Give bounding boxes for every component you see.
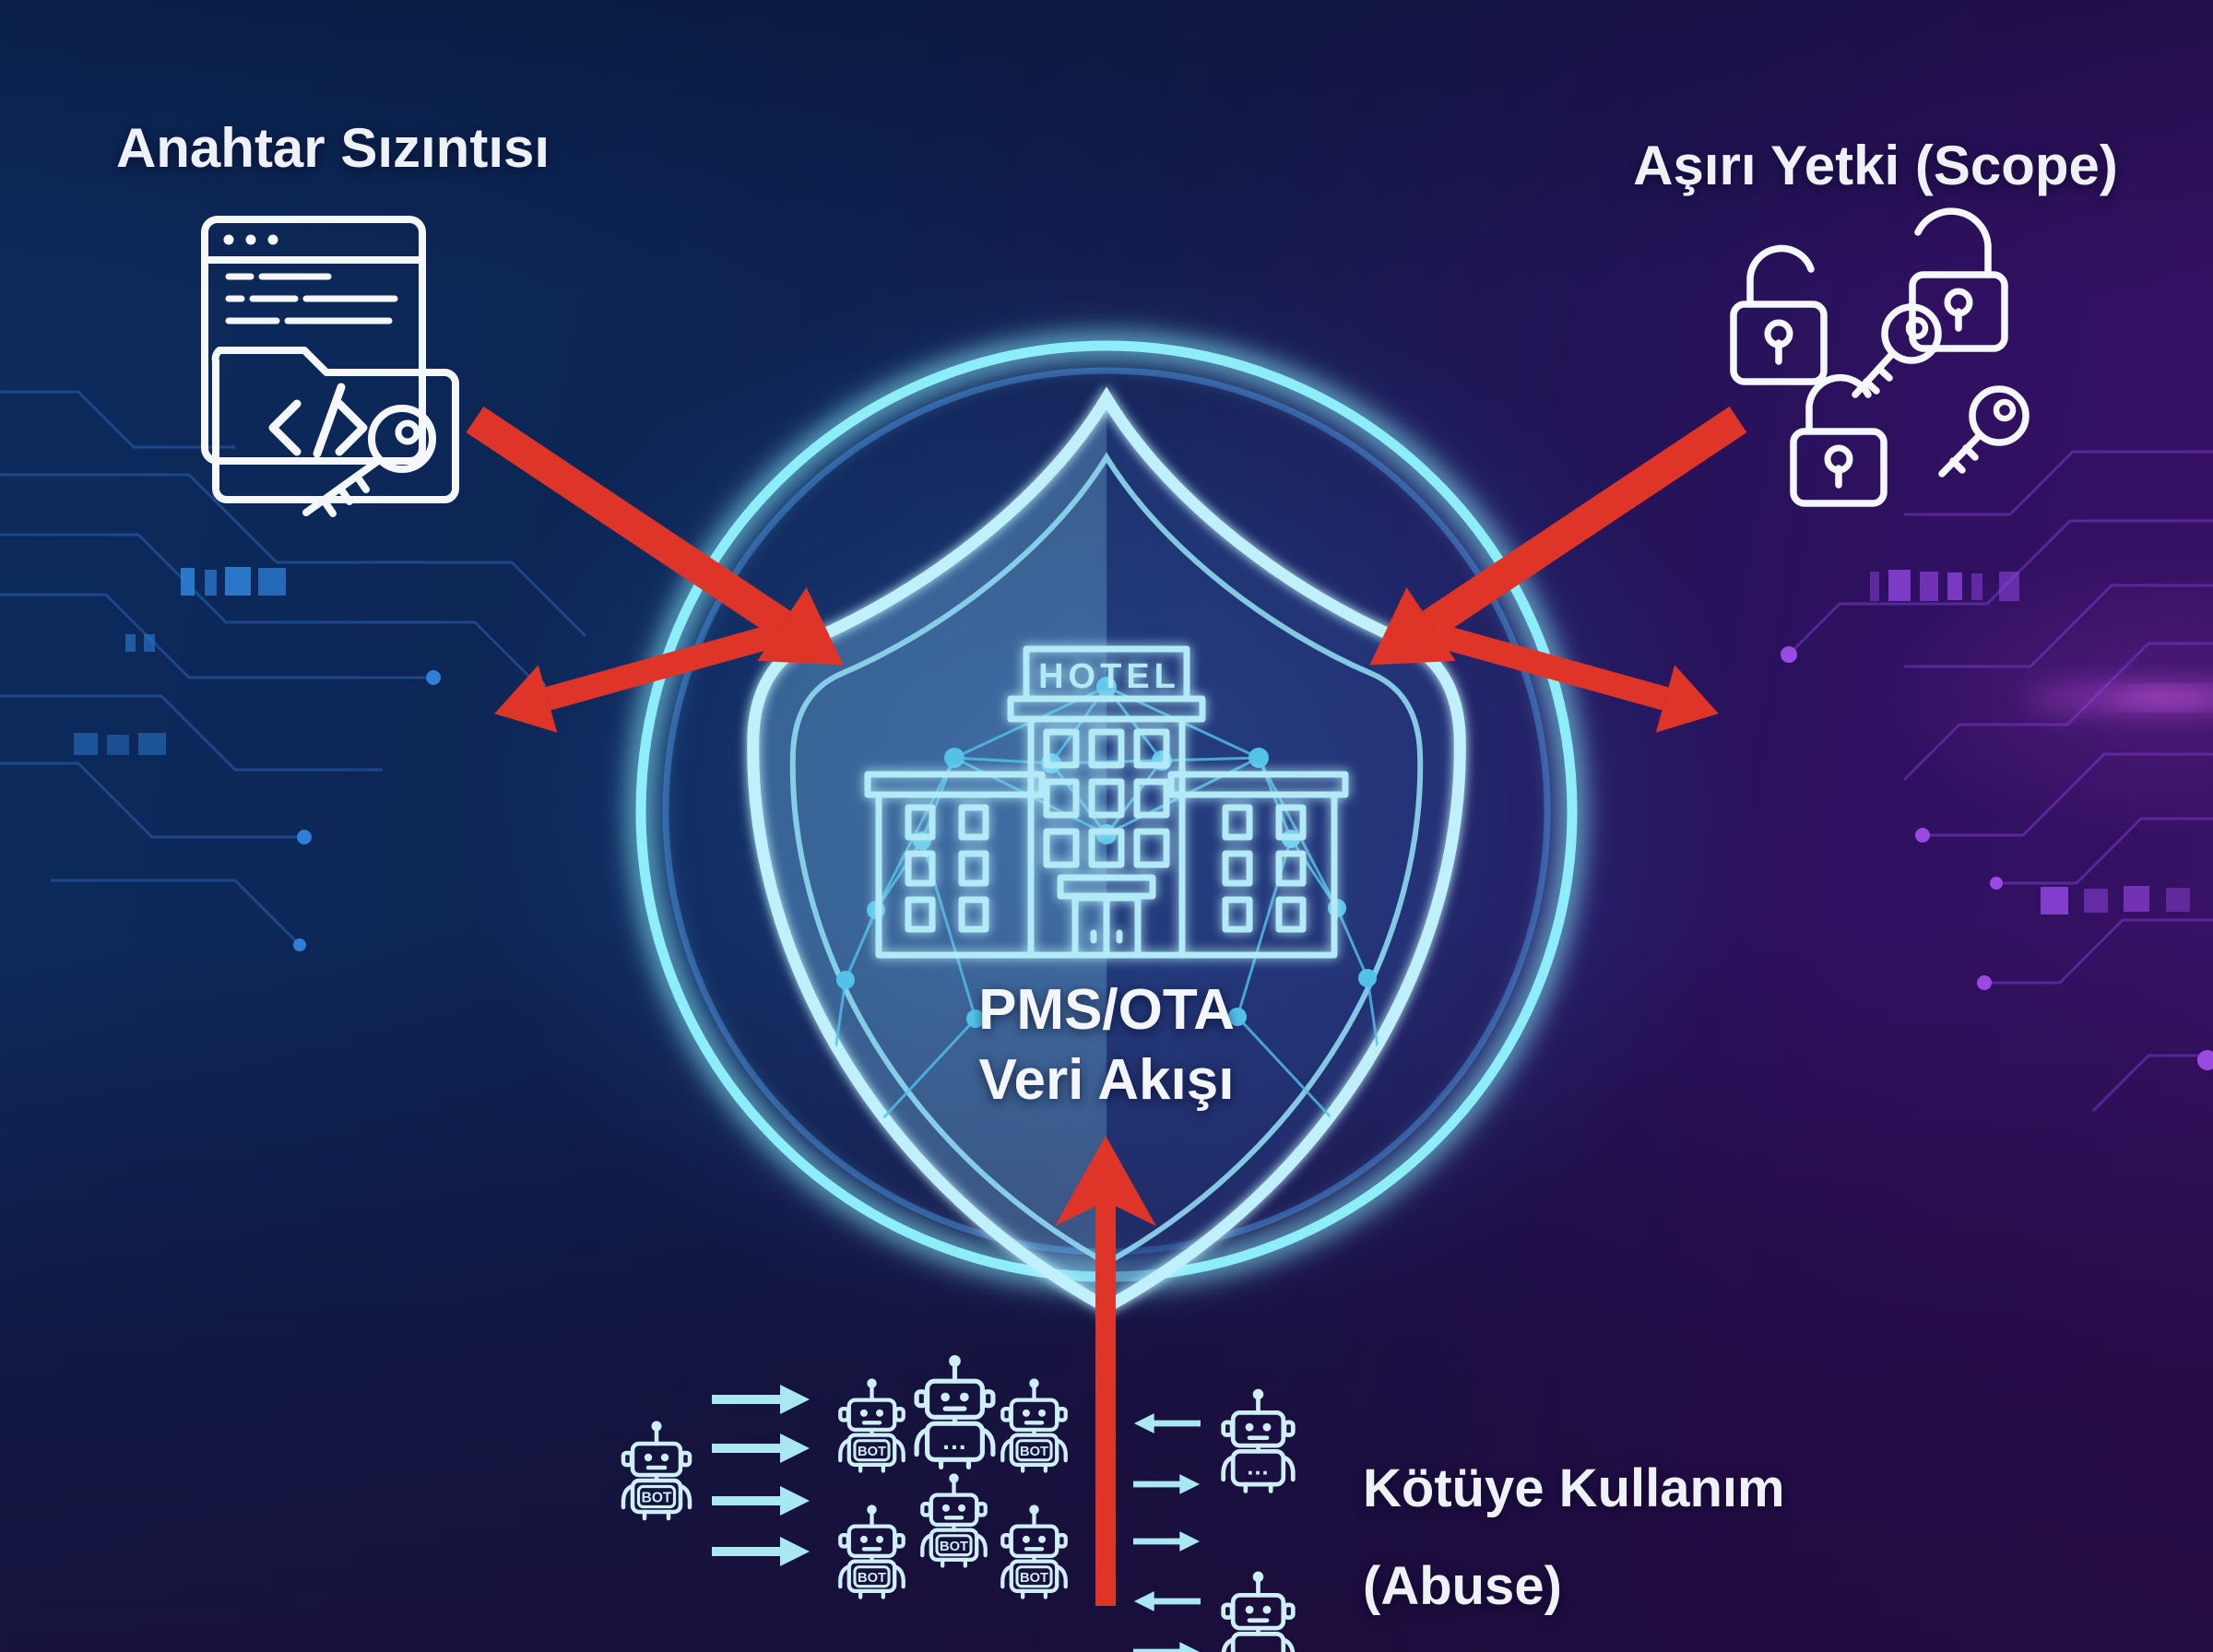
bot-icon: BOT xyxy=(922,1473,985,1565)
open-padlock-icon xyxy=(1730,244,1828,385)
folder-icon xyxy=(211,347,459,503)
bot-icon: ... xyxy=(1224,1572,1294,1652)
magenta-glow-core xyxy=(2112,692,2213,703)
bot-icon: BOT xyxy=(840,1378,903,1470)
attack-arrow-scope xyxy=(1369,406,1747,666)
caption-veri-akisi: Veri Akışı xyxy=(979,1048,1235,1112)
bot-icon: BOT xyxy=(1002,1504,1065,1597)
label-key-leak: Anahtar Sızıntısı xyxy=(116,117,550,179)
traffic-arrows-right xyxy=(712,1385,810,1566)
traffic-arrows-mixed xyxy=(1133,1413,1201,1652)
label-abuse-line2: (Abuse) xyxy=(1363,1556,1562,1616)
key-icon xyxy=(302,405,436,517)
bot-swarm: BOT BOT ... BOT BOT xyxy=(623,1355,1293,1652)
attack-arrow-key-leak xyxy=(466,406,844,666)
key-icon xyxy=(1938,385,2030,478)
open-padlock-icon xyxy=(1790,373,1888,507)
svg-text:...: ... xyxy=(942,1426,966,1455)
svg-text:BOT: BOT xyxy=(1020,1445,1048,1459)
caption-pms-ota: PMS/OTA xyxy=(978,978,1235,1042)
bot-icon: BOT xyxy=(840,1504,903,1597)
circuit-pattern-right xyxy=(1781,450,2213,1113)
bot-icon: BOT xyxy=(623,1422,690,1519)
circuit-pattern-left xyxy=(0,390,587,951)
svg-text:BOT: BOT xyxy=(940,1540,968,1554)
hotel-sign-label: HOTEL xyxy=(1038,657,1180,696)
code-lines xyxy=(225,273,398,324)
data-blocks-right xyxy=(1870,570,2190,914)
svg-text:BOT: BOT xyxy=(858,1445,886,1459)
scope-icon-cluster xyxy=(1730,207,2030,507)
open-padlock-icon xyxy=(1909,207,2008,352)
key-icon xyxy=(1852,303,1942,398)
bot-icon: BOT xyxy=(1002,1378,1065,1470)
label-abuse-line1: Kötüye Kullanım xyxy=(1363,1458,1785,1518)
svg-text:BOT: BOT xyxy=(1020,1571,1048,1586)
bot-icon: ... xyxy=(917,1355,993,1467)
hotel-building-icon: HOTEL xyxy=(864,645,1349,959)
deflect-arrow-right xyxy=(1437,624,1719,733)
deflect-arrow-left xyxy=(494,624,776,733)
attack-arrow-abuse xyxy=(1055,1136,1156,1606)
browser-code-key-icon xyxy=(201,216,459,517)
data-blocks-left xyxy=(74,567,286,755)
svg-text:BOT: BOT xyxy=(642,1491,672,1506)
svg-text:BOT: BOT xyxy=(858,1571,886,1586)
code-glyph xyxy=(268,383,368,458)
bot-icon: ... xyxy=(1224,1389,1294,1492)
svg-text:...: ... xyxy=(1247,1637,1269,1652)
label-excessive-scope: Aşırı Yetki (Scope) xyxy=(1633,135,2118,196)
svg-text:...: ... xyxy=(1247,1455,1269,1481)
